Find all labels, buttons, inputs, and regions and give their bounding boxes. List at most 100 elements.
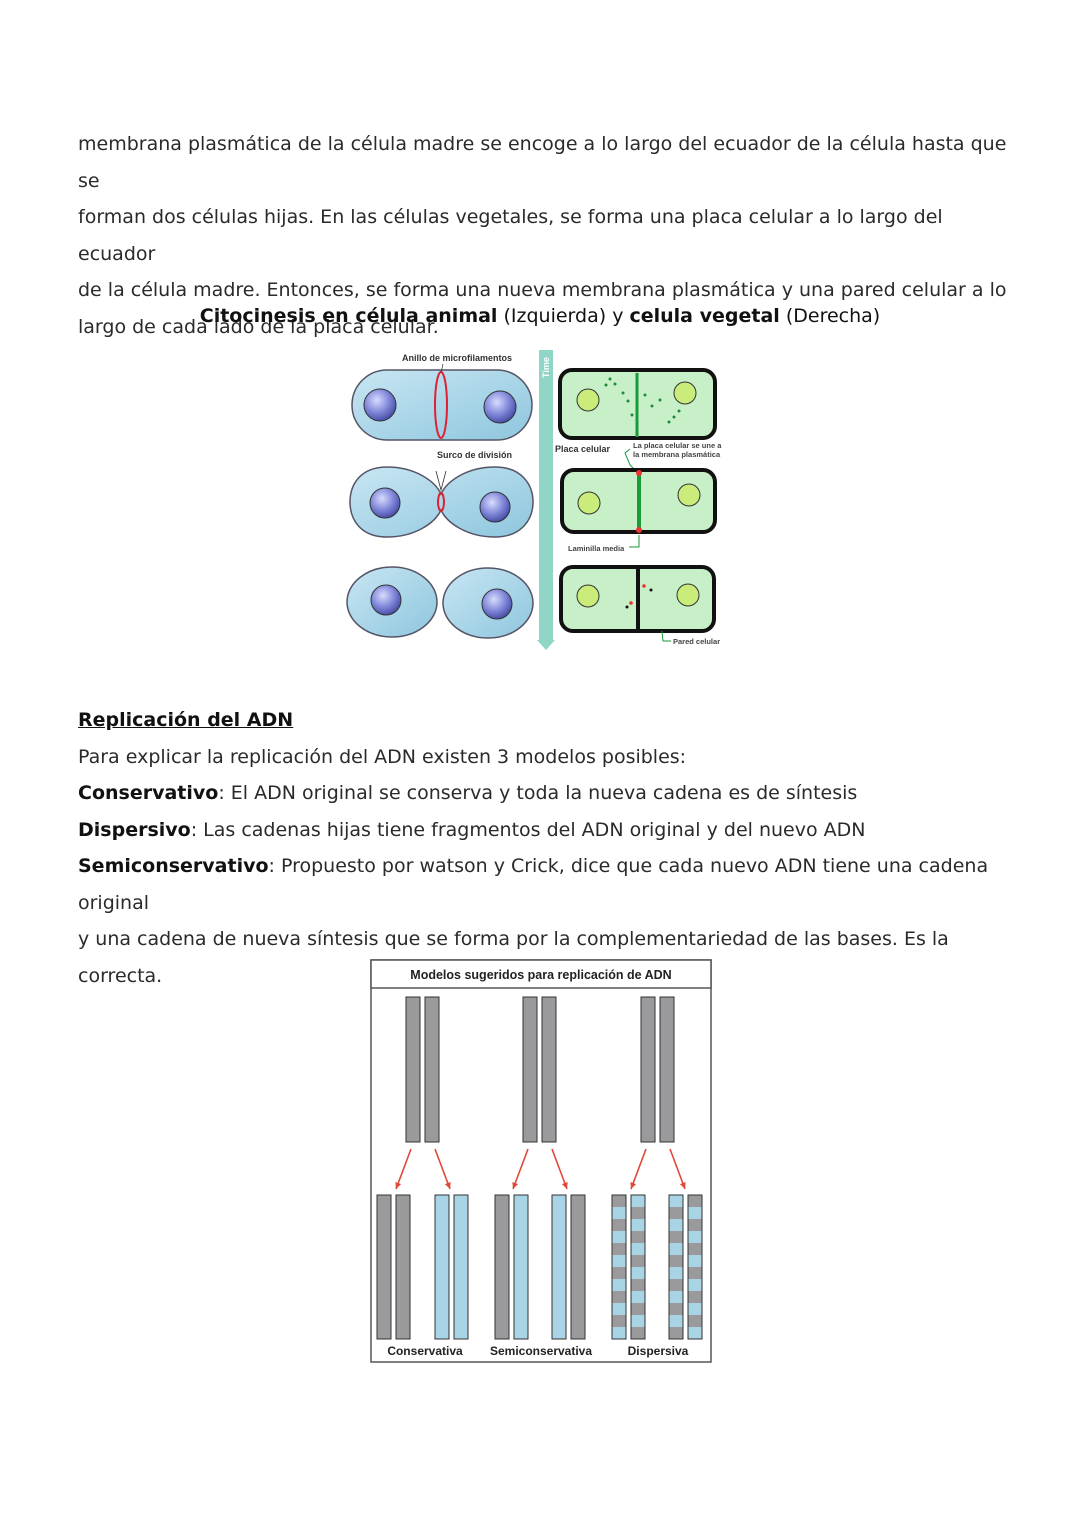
daughter-strand-mixed-segment: [688, 1231, 702, 1243]
daughter-strand-mixed-segment: [688, 1195, 702, 1207]
parent-strand: [659, 996, 675, 1143]
arrow: [512, 1148, 529, 1190]
plant-cell-stage-2: [560, 468, 717, 534]
daughter-strand-mixed-segment: [669, 1315, 683, 1327]
arrow-head: [395, 1182, 402, 1189]
arrow: [630, 1148, 647, 1190]
daughter-strand-mixed-segment: [669, 1279, 683, 1291]
arrow-head: [630, 1182, 637, 1189]
continuation-line: y una cadena de nueva síntesis que se fo…: [78, 928, 949, 950]
model-term: Conservativo: [78, 782, 219, 804]
model-term: Dispersivo: [78, 818, 191, 841]
time-label: Time: [541, 357, 551, 378]
arrow-head: [561, 1182, 568, 1189]
arrow: [434, 1148, 451, 1190]
figure1-title-bold-1: Citocinesis en célula animal: [199, 305, 498, 327]
model-text: : Las cadenas hijas tiene fragmentos del…: [190, 818, 866, 841]
daughter-strand-mixed-segment: [669, 1267, 683, 1279]
animal-cell-stage-1: [351, 369, 533, 441]
daughter-strand-mixed-segment: [688, 1267, 702, 1279]
daughter-strand-mixed-segment: [631, 1315, 645, 1327]
figure2-title: Modelos sugeridos para replicación de AD…: [410, 968, 671, 982]
plate-joins-label-2: la membrana plasmática: [633, 450, 721, 459]
intro-line: de la célula madre. Entonces, se forma u…: [78, 279, 1007, 301]
parent-strand: [522, 996, 538, 1143]
daughter-strand-mixed-segment: [612, 1243, 626, 1255]
daughter-strand-original: [494, 1194, 510, 1340]
wall-label: Pared celular: [673, 637, 720, 646]
daughter-strand-mixed-segment: [688, 1255, 702, 1267]
intro-line: forman dos células hijas. En las células…: [78, 206, 943, 265]
lamella-label: Laminilla media: [568, 544, 625, 553]
daughter-strand-mixed-segment: [631, 1255, 645, 1267]
daughter-strand-mixed-segment: [612, 1207, 626, 1219]
parent-strand: [541, 996, 557, 1143]
daughter-strand-mixed-segment: [612, 1291, 626, 1303]
model-text: : Propuesto por watson y Crick, dice que…: [78, 855, 989, 914]
daughter-strand-mixed-segment: [631, 1279, 645, 1291]
daughter-strand-mixed-segment: [612, 1231, 626, 1243]
daughter-strand-mixed-segment: [688, 1279, 702, 1291]
ring-label: Anillo de microfilamentos: [402, 353, 512, 363]
models-group: [376, 996, 703, 1340]
model-dispersivo: Dispersivo: Las cadenas hijas tiene frag…: [78, 812, 1008, 849]
arrow-head: [444, 1182, 451, 1189]
daughter-strand-mixed: [611, 1194, 627, 1340]
replication-section: Replicación del ADN Para explicar la rep…: [78, 702, 1008, 994]
animal-cell-stage-2: [349, 466, 534, 538]
daughter-strand-mixed-segment: [688, 1219, 702, 1231]
arrow: [395, 1148, 412, 1190]
plant-cell-stage-3: [559, 565, 716, 633]
caption-semiconservativa: Semiconservativa: [490, 1344, 592, 1358]
section-intro: Para explicar la replicación del ADN exi…: [78, 745, 687, 768]
daughter-strand-mixed-segment: [631, 1231, 645, 1243]
figure1-title-plain-2: (Derecha): [785, 305, 881, 327]
daughter-strand-mixed-segment: [612, 1315, 626, 1327]
time-arrow: Time: [537, 350, 555, 650]
daughter-strand-mixed-segment: [669, 1231, 683, 1243]
arrow: [669, 1148, 686, 1190]
intro-line: largo de cada lado de la placa celular.: [78, 315, 439, 338]
furrow-label: Surco de división: [437, 450, 512, 460]
daughter-strand-mixed-segment: [631, 1219, 645, 1231]
figure1-title: Citocinesis en célula animal (Izquierda)…: [0, 305, 1080, 327]
parent-strand: [405, 996, 421, 1143]
daughter-strand-mixed-segment: [612, 1255, 626, 1267]
plate-joins-label-1: La placa celular se une a: [633, 441, 722, 450]
daughter-strand-mixed-segment: [688, 1243, 702, 1255]
continuation-line: correcta.: [78, 964, 163, 987]
daughter-strand-mixed: [687, 1194, 703, 1340]
daughter-strand-original: [395, 1194, 411, 1340]
intro-paragraph: membrana plasmática de la célula madre s…: [78, 126, 1008, 345]
daughter-strand-mixed-segment: [688, 1327, 702, 1339]
daughter-strand-mixed-segment: [612, 1279, 626, 1291]
daughter-strand-mixed-segment: [669, 1219, 683, 1231]
daughter-strand-mixed-segment: [669, 1195, 683, 1207]
daughter-strand-original: [570, 1194, 586, 1340]
model-semiconservativo: Semiconservativo: Propuesto por watson y…: [78, 848, 1008, 921]
daughter-strand-mixed-segment: [669, 1291, 683, 1303]
daughter-strand-new: [453, 1194, 469, 1340]
parent-strand: [424, 996, 440, 1143]
arrow: [551, 1148, 568, 1190]
intro-line: membrana plasmática de la célula madre s…: [78, 133, 1007, 192]
plant-cell-stage-1: [558, 368, 717, 440]
daughter-strand-mixed-segment: [631, 1267, 645, 1279]
section-heading: Replicación del ADN: [78, 709, 294, 731]
daughter-strand-mixed-segment: [669, 1327, 683, 1339]
arrow-head: [512, 1182, 519, 1189]
daughter-strand-mixed-segment: [612, 1303, 626, 1315]
daughter-strand-mixed: [630, 1194, 646, 1340]
daughter-strand-new: [551, 1194, 567, 1340]
model-text: : El ADN original se conserva y toda la …: [218, 782, 858, 804]
daughter-strand-mixed-segment: [612, 1267, 626, 1279]
daughter-strand-mixed: [668, 1194, 684, 1340]
daughter-strand-mixed-segment: [688, 1303, 702, 1315]
cytokinesis-diagram: Anillo de microfilamentos Surco de divis…: [346, 350, 722, 650]
arrow-head: [679, 1182, 686, 1189]
daughter-strand-mixed-segment: [669, 1303, 683, 1315]
daughter-strand-mixed-segment: [631, 1291, 645, 1303]
daughter-strand-mixed-segment: [612, 1219, 626, 1231]
daughter-strand-mixed-segment: [612, 1327, 626, 1339]
plate-label: Placa celular: [555, 444, 611, 454]
